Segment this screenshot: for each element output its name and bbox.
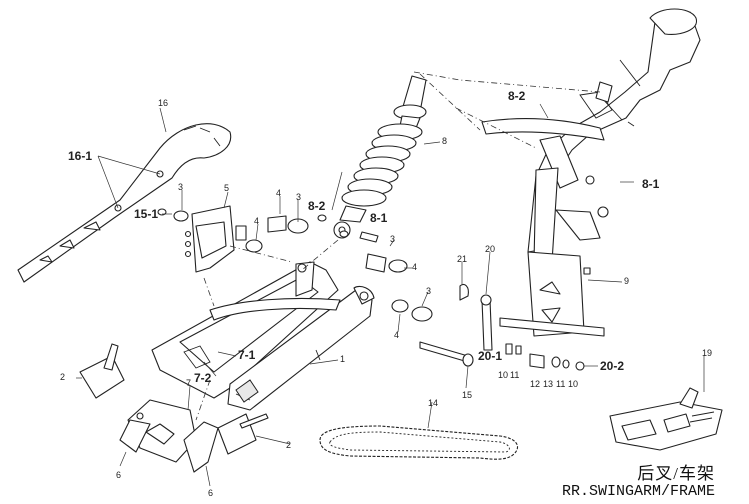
callout-11: 11 [556, 379, 565, 389]
callout-6: 6 [208, 488, 213, 498]
foot-plate-part [609, 387, 723, 451]
callout-10: 10 [568, 379, 578, 389]
bracket-plate-part [499, 251, 605, 337]
callout-6: 6 [116, 470, 121, 480]
callout-3: 3 [390, 234, 395, 244]
callout-4: 4 [276, 188, 281, 198]
callout-8: 8 [442, 136, 447, 146]
callout-7-2: 7-2 [194, 371, 212, 385]
chain-guard-part [17, 123, 232, 283]
bushing-parts [157, 208, 433, 322]
callout-20: 20 [485, 244, 495, 254]
callout-3: 3 [178, 182, 183, 192]
swingarm-part [151, 261, 375, 411]
callout-7-1: 7-1 [238, 348, 256, 362]
callout-12: 12 [530, 379, 540, 389]
callout-20-1: 20-1 [478, 349, 502, 363]
rear-shock-absorber [333, 75, 427, 239]
callout-3: 3 [426, 286, 431, 296]
callout-20-2: 20-2 [600, 359, 624, 373]
callout-10: 10 [498, 370, 508, 380]
callout-19: 19 [702, 348, 712, 358]
callout-4: 4 [394, 330, 399, 340]
callout-2: 2 [286, 440, 291, 450]
callout-9: 9 [624, 276, 629, 286]
drive-chain-part [319, 425, 518, 460]
callout-8-1: 8-1 [642, 177, 660, 191]
frame-part [481, 8, 701, 263]
diagram-title-english: RR.SWINGARM/FRAME [561, 483, 715, 500]
callout-1: 1 [340, 354, 345, 364]
callout-7: 7 [186, 378, 191, 388]
assembly-guide-lines [195, 71, 601, 421]
mount-bracket-part [184, 205, 247, 273]
callout-16: 16 [158, 98, 168, 108]
callout-2: 2 [60, 372, 65, 382]
callout-4: 4 [254, 216, 259, 226]
diagram-title-chinese: 后叉/车架 [637, 464, 715, 483]
callout-15: 15 [462, 390, 472, 400]
callout-21: 21 [457, 254, 467, 264]
callout-15-1: 15-1 [134, 207, 158, 221]
callout-16-1: 16-1 [68, 149, 92, 163]
axle-and-link-parts [419, 283, 585, 371]
callout-8-2: 8-2 [308, 199, 326, 213]
callout-8-1: 8-1 [370, 211, 388, 225]
chain-tensioner-parts [79, 343, 269, 473]
callout-4: 4 [412, 262, 417, 272]
callout-labels: 16 16-1 3 5 15-1 4 3 8-2 4 8-1 8 3 4 3 4… [60, 89, 712, 498]
callout-13: 13 [543, 379, 553, 389]
callout-5: 5 [224, 183, 229, 193]
callout-14: 14 [428, 398, 438, 408]
callout-3: 3 [296, 192, 301, 202]
leader-lines [76, 103, 705, 487]
callout-11: 11 [510, 370, 519, 380]
callout-8-2: 8-2 [508, 89, 526, 103]
